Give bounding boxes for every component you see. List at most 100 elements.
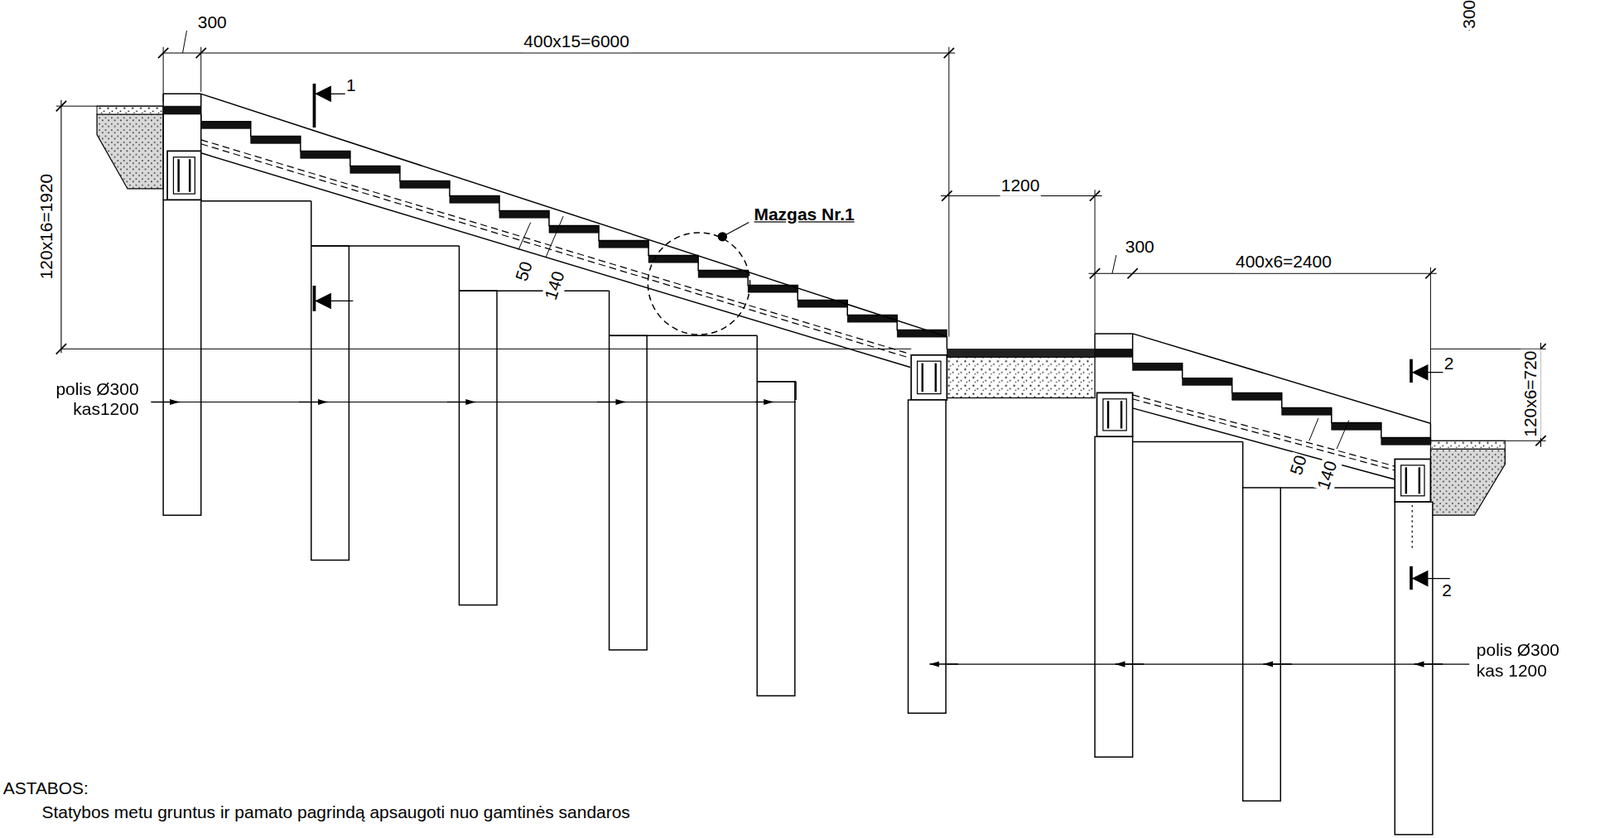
drawing-rect (1094, 348, 1133, 357)
drawing-rect (1132, 363, 1183, 372)
drawing-line (1132, 408, 1396, 480)
drawing-line (1414, 663, 1443, 665)
drawing-line (56, 106, 164, 107)
dimension-text: 120x16=1920 (37, 173, 58, 281)
drawing-line (946, 337, 948, 350)
drawing-line (545, 216, 564, 257)
drawing-line (313, 285, 317, 312)
drawing-line (1336, 420, 1350, 449)
drawing-line (1089, 273, 1437, 275)
drawing-line (934, 363, 937, 392)
drawing-line (1127, 268, 1138, 279)
drawing-line (458, 245, 460, 291)
soil-fill (96, 114, 164, 189)
dimension-text: 300 (1124, 236, 1156, 257)
drawing-rect (910, 355, 947, 400)
drawing-line (609, 335, 758, 337)
drawing-line (200, 93, 202, 151)
drawing-rect (350, 166, 400, 174)
drawing-rect (1097, 392, 1133, 437)
dimension-text: 120x6=720 (1520, 349, 1541, 439)
dimension-text: 400x6=2400 (1234, 252, 1333, 273)
drawing-line (163, 53, 955, 54)
drawing-rect (1430, 440, 1505, 449)
drawing-line (1132, 441, 1244, 443)
drawing-rect (1232, 393, 1282, 401)
dimension-text: 400x15=6000 (522, 31, 631, 52)
drawing-line (1132, 333, 1432, 424)
step-profile (1132, 356, 1432, 438)
drawing-line (56, 343, 67, 354)
drawing-line (298, 401, 328, 403)
drawing-line (200, 47, 202, 92)
drawing-rect (96, 106, 164, 115)
drawing-rect (1103, 399, 1127, 431)
drawing-line (597, 401, 626, 403)
drawing-line (1430, 267, 1432, 425)
drawing-line (311, 245, 460, 246)
drawing-line (1132, 399, 1396, 471)
drawing-rect (598, 240, 649, 249)
drawing-line (201, 200, 312, 202)
drawing-rect (250, 136, 301, 145)
drawing-rect (1401, 465, 1425, 497)
soil-fill (1430, 448, 1505, 516)
drawing-rect (756, 381, 796, 696)
note-text: Statybos metu gruntus ir pamato pagrindą… (40, 803, 632, 824)
drawing-line (188, 159, 191, 192)
drawing-rect (1394, 458, 1431, 502)
drawing-line (1405, 467, 1408, 494)
drawing-line (795, 381, 796, 400)
drawing-line (1132, 333, 1133, 357)
drawing-line (150, 401, 179, 403)
drawing-line (1418, 467, 1421, 494)
drawing-line (201, 93, 948, 337)
drawing-line (177, 159, 179, 192)
drawing-rect (946, 348, 1095, 357)
section-number: 2 (1443, 354, 1456, 375)
drawing-line (941, 190, 952, 201)
drawing-line (1409, 359, 1413, 383)
pile-label: polis Ø300 kas1200 (9, 379, 140, 420)
pile-label: polis Ø300 kas 1200 (1475, 640, 1591, 681)
drawing-line (313, 83, 317, 128)
drawing-line (153, 401, 796, 403)
drawing-rect (167, 150, 202, 200)
dimension-text: 50 (511, 258, 538, 285)
step-profile (201, 114, 948, 330)
detail-circle (647, 232, 750, 335)
drawing-rect (311, 245, 350, 560)
drawing-rect (747, 284, 798, 293)
drawing-rect (1381, 438, 1432, 446)
drawing-line (1262, 663, 1292, 665)
drawing-line (313, 300, 353, 302)
drawing-rect (400, 181, 450, 189)
drawing-rect (946, 356, 1095, 398)
drawing-line (183, 30, 188, 54)
drawing-rect (163, 106, 202, 115)
drawing-line (447, 401, 476, 403)
drawing-line (518, 222, 531, 251)
drawing-rect (609, 335, 648, 650)
drawing-line (1430, 440, 1546, 442)
drawing-line (201, 144, 911, 359)
dimension-text: 300 (197, 12, 228, 33)
drawing-line (921, 363, 924, 392)
section-number: 1 (345, 75, 357, 96)
drawing-line (756, 380, 796, 382)
drawing-rect (1243, 487, 1282, 801)
dimension-text: 1200 (1000, 175, 1041, 196)
drawing-line (1094, 189, 1096, 334)
drawing-rect (173, 157, 195, 194)
drawing-rect (1182, 378, 1233, 386)
drawing-line (1093, 333, 1095, 349)
drawing-line (310, 201, 312, 246)
drawing-rect (917, 361, 941, 394)
drawing-line (1412, 505, 1413, 551)
drawing-line (1309, 418, 1319, 441)
drawing-rect (458, 290, 497, 605)
drawing-line (946, 664, 1470, 666)
drawing-rect (1331, 423, 1382, 431)
